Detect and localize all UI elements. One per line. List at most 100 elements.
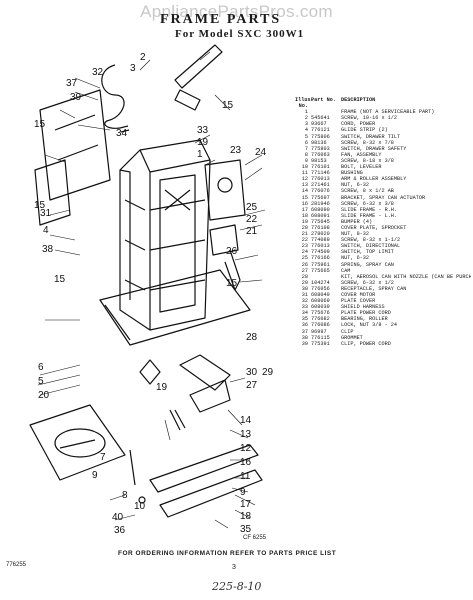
legend-part-no: 775645 bbox=[311, 218, 330, 225]
legend-illus-no: 1 bbox=[304, 109, 308, 116]
legend-part-no: 776121 bbox=[311, 127, 330, 134]
leader-lines bbox=[37, 51, 266, 529]
legend-illus-no: 29 bbox=[301, 279, 308, 286]
legend-illus-no: 17 bbox=[301, 206, 308, 213]
frame-cabinet bbox=[99, 139, 251, 346]
legend-description: GLIDE STRIP (2) bbox=[341, 127, 388, 134]
legend-illus-no: 21 bbox=[301, 231, 308, 238]
legend-description: SHIELD HARNESS bbox=[341, 304, 385, 311]
legend-illus-no: 4 bbox=[304, 127, 308, 134]
legend-part-no: 774089 bbox=[311, 237, 330, 244]
legend-description: NUT, 6-32 bbox=[341, 182, 370, 189]
legend-part-no: 776076 bbox=[311, 188, 330, 195]
callout-17: 17 bbox=[240, 499, 252, 510]
callout-31: 31 bbox=[40, 208, 52, 219]
legend-part-no: 98153 bbox=[311, 157, 327, 164]
callout-40: 40 bbox=[112, 512, 124, 523]
legend-part-no: 608049 bbox=[311, 292, 330, 298]
legend-illus-no: 39 bbox=[301, 340, 308, 347]
callout-19a: 19 bbox=[197, 137, 209, 148]
legend-illus-no: 30 bbox=[301, 285, 308, 292]
legend-illus-no: 34 bbox=[301, 310, 308, 317]
legend-part-no: 776166 bbox=[311, 255, 330, 262]
legend-part-no: 771146 bbox=[311, 170, 330, 177]
callout-24: 24 bbox=[255, 147, 267, 158]
legend-part-no: 608091 bbox=[311, 212, 330, 219]
legend-illus-no: 22 bbox=[301, 237, 308, 244]
legend-part-no: 278020 bbox=[311, 231, 330, 238]
legend-part-no: 281946 bbox=[311, 200, 330, 207]
drawer-plate bbox=[29, 404, 126, 481]
legend-part-no: 776086 bbox=[311, 322, 330, 329]
legend-part-no: 776056 bbox=[311, 285, 330, 292]
callout-numbers: 15 2 3 32 37 39 15 34 33 19 1 23 24 15 3… bbox=[34, 52, 274, 536]
legend-part-no: 776082 bbox=[311, 316, 330, 323]
legend-part-no: 775806 bbox=[311, 133, 330, 140]
legend-illus-no: 23 bbox=[301, 243, 308, 250]
legend-description: SCREW, 8-32 x 1-1/2 bbox=[341, 237, 401, 244]
legend-illus-no: 16 bbox=[301, 200, 308, 207]
legend-part-no: 98136 bbox=[311, 139, 327, 146]
callout-25: 25 bbox=[246, 202, 258, 213]
callout-13: 13 bbox=[240, 429, 252, 440]
legend-description: BOLT, LEVELER bbox=[341, 164, 382, 171]
callout-35: 35 bbox=[240, 524, 252, 535]
callout-21: 21 bbox=[246, 226, 258, 237]
legend-description: BUMPER (4) bbox=[341, 218, 373, 225]
legend-illus-no: 32 bbox=[301, 298, 308, 305]
callout-15a: 15 bbox=[222, 100, 234, 111]
page-title: FRAME PARTS bbox=[160, 12, 282, 27]
exploded-parts-diagram: 15 2 3 32 37 39 15 34 33 19 1 23 24 15 3… bbox=[29, 44, 274, 536]
legend-header-illus: Illus. No. bbox=[295, 97, 314, 110]
watermark: AppliancePartsPros.com bbox=[140, 2, 333, 21]
legend-part-no: 775803 bbox=[311, 145, 330, 152]
legend-description: SLIDE FRAME - L.H. bbox=[341, 212, 398, 219]
legend-illus-no: 24 bbox=[301, 249, 308, 256]
callout-22: 22 bbox=[246, 214, 258, 225]
callout-32: 32 bbox=[92, 67, 104, 78]
legend-illus-no: 28 bbox=[301, 273, 308, 280]
callout-38: 38 bbox=[42, 244, 54, 255]
legend-description: SWITCH, TOP LIMIT bbox=[341, 249, 394, 256]
legend-illus-no: 6 bbox=[304, 139, 308, 146]
legend-description: COVER MOTOR bbox=[341, 292, 376, 298]
legend-description: SCREW, 8-18 x 3/8 bbox=[341, 157, 394, 164]
legend-description: FAN, ASSEMBLY bbox=[341, 151, 382, 158]
legend-description: CLIP bbox=[341, 328, 354, 335]
legend-illus-no: 8 bbox=[304, 151, 308, 158]
callout-34: 34 bbox=[116, 128, 128, 139]
legend-part-no: 776013 bbox=[311, 243, 330, 250]
legend-illus-no: 26 bbox=[301, 261, 308, 268]
callout-36: 36 bbox=[114, 525, 126, 536]
ordering-footer: FOR ORDERING INFORMATION REFER TO PARTS … bbox=[118, 550, 337, 557]
legend-illus-no: 37 bbox=[301, 328, 308, 335]
legend-header: Illus. No. Part No. DESCRIPTION bbox=[295, 97, 471, 109]
callout-9: 9 bbox=[92, 470, 98, 481]
callout-15d: 15 bbox=[54, 274, 66, 285]
callout-7: 7 bbox=[100, 452, 106, 463]
callout-4: 4 bbox=[43, 225, 49, 236]
legend-part-no: 776063 bbox=[311, 151, 330, 158]
callout-15b: 15 bbox=[34, 119, 46, 130]
legend-description: SCREW, 6-32 x 1/2 bbox=[341, 279, 394, 286]
